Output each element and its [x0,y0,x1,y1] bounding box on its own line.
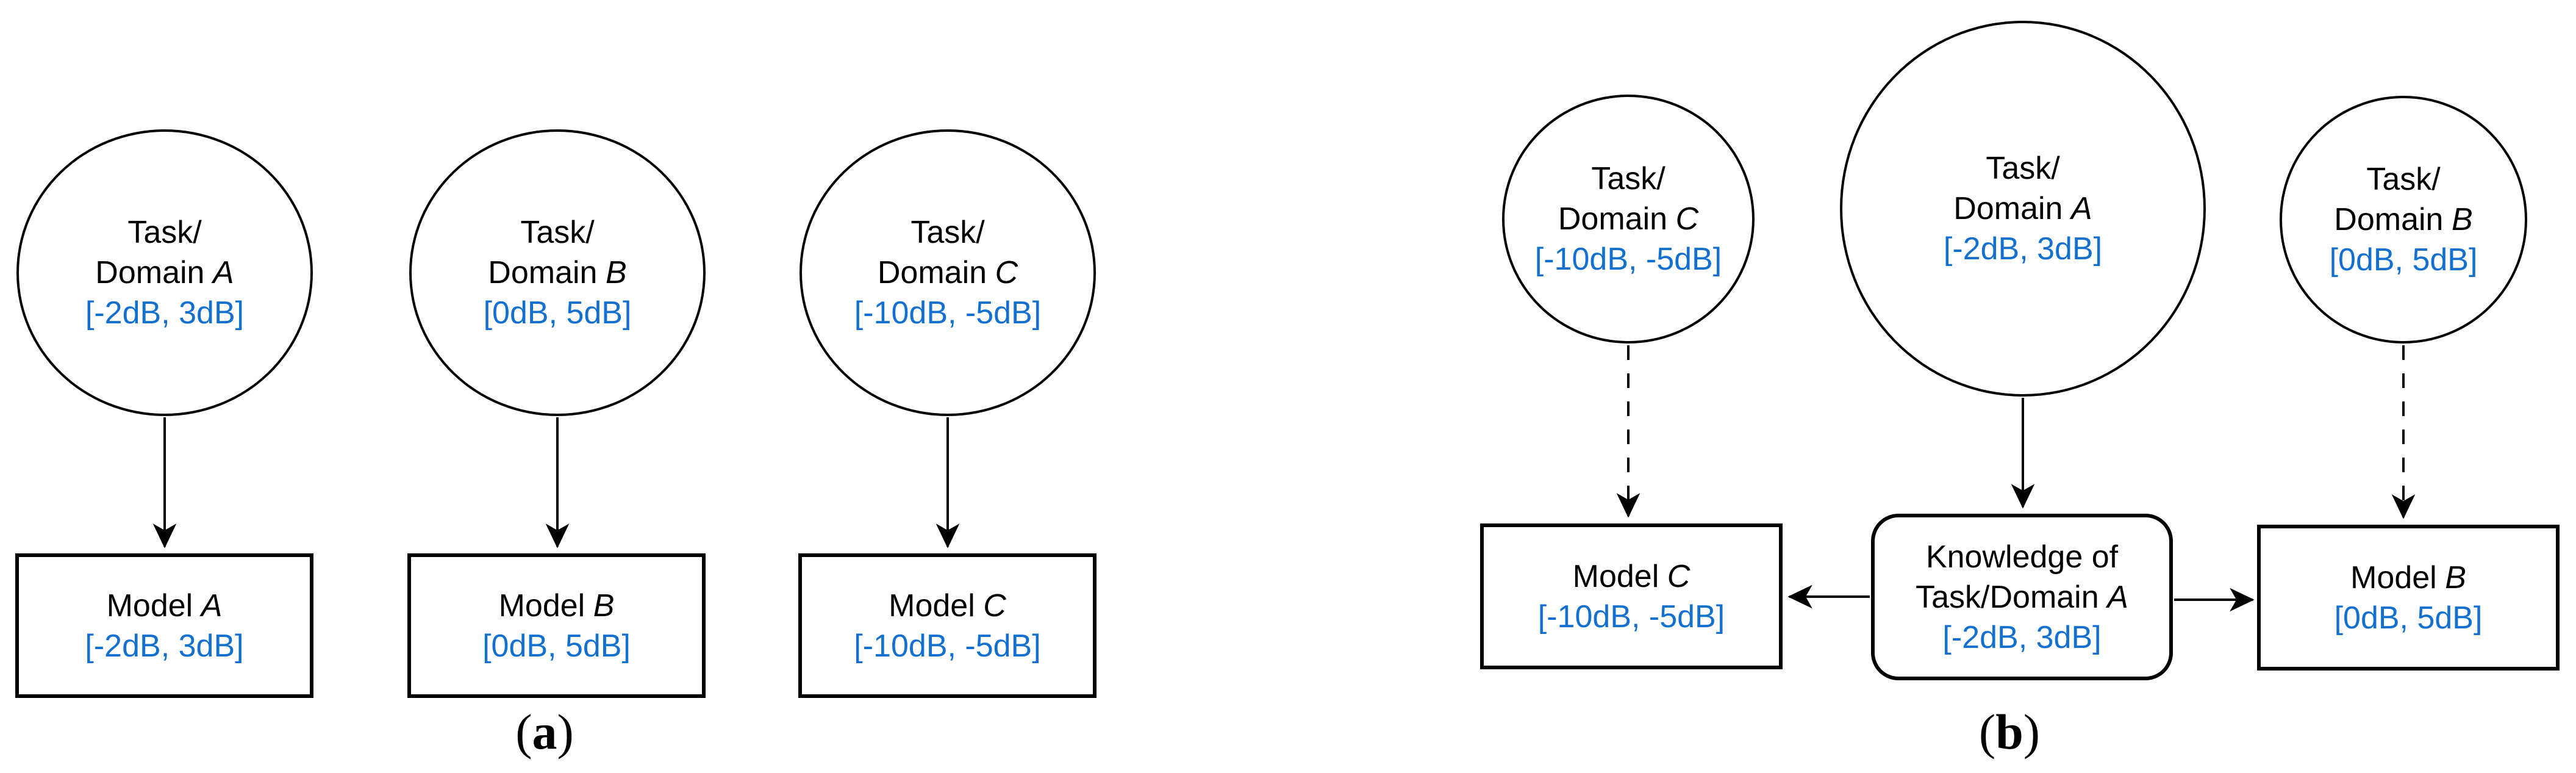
task-label: Domain [877,255,987,290]
knowledge-line1: Knowledge of [1925,539,2119,575]
caption-letter: b [1995,704,2023,760]
task-range: [-10dB, -5dB] [1534,242,1722,277]
task-letter: A [2071,191,2092,226]
model-label: Model [1572,558,1659,594]
caption-b: (b) [1942,703,2077,761]
model-range: [-10dB, -5dB] [854,628,1041,664]
caption-paren-close: ) [2023,704,2041,760]
task-label: Domain [488,255,598,290]
model-range: [-10dB, -5dB] [1537,599,1725,635]
task-line1: Task/ [911,215,985,250]
task-line1: Task/ [127,215,202,250]
task-label: Domain [2334,202,2444,237]
task-label: Domain [95,255,205,290]
caption-letter: a [532,704,557,760]
model-letter: B [593,588,615,624]
task-line1: Task/ [1591,161,1665,196]
task-letter: B [2452,202,2473,237]
task-label: Domain [1558,201,1668,237]
model-letter: A [201,588,223,624]
task-range: [0dB, 5dB] [483,295,632,331]
model-label: Model [106,588,193,624]
task-line1: Task/ [520,215,595,250]
task-letter: A [213,255,234,290]
task-line1: Task/ [1986,151,2060,186]
task-letter: C [995,255,1018,290]
model-label: Model [889,588,975,624]
task-range: [-2dB, 3dB] [1943,231,2103,267]
knowledge-letter: A [2107,579,2128,615]
task-range: [-2dB, 3dB] [85,295,245,331]
model-label: Model [498,588,585,624]
model-letter: C [983,588,1006,624]
model-range: [0dB, 5dB] [482,628,631,664]
caption-paren-open: ( [515,704,532,760]
task-range: [0dB, 5dB] [2329,242,2478,278]
knowledge-label: Task/Domain [1916,579,2099,615]
caption-a: (a) [478,703,612,761]
task-letter: C [1675,201,1699,237]
task-range: [-10dB, -5dB] [854,295,1042,331]
model-letter: C [1667,558,1690,594]
task-line1: Task/ [2366,162,2441,197]
model-range: [-2dB, 3dB] [85,628,244,664]
caption-paren-open: ( [1978,704,1996,760]
model-letter: B [2445,559,2466,595]
model-range: [0dB, 5dB] [2334,600,2483,636]
knowledge-range: [-2dB, 3dB] [1942,619,2102,655]
model-label: Model [2350,559,2437,595]
task-label: Domain [1953,191,2063,226]
task-letter: B [606,255,627,290]
caption-paren-close: ) [557,704,574,760]
